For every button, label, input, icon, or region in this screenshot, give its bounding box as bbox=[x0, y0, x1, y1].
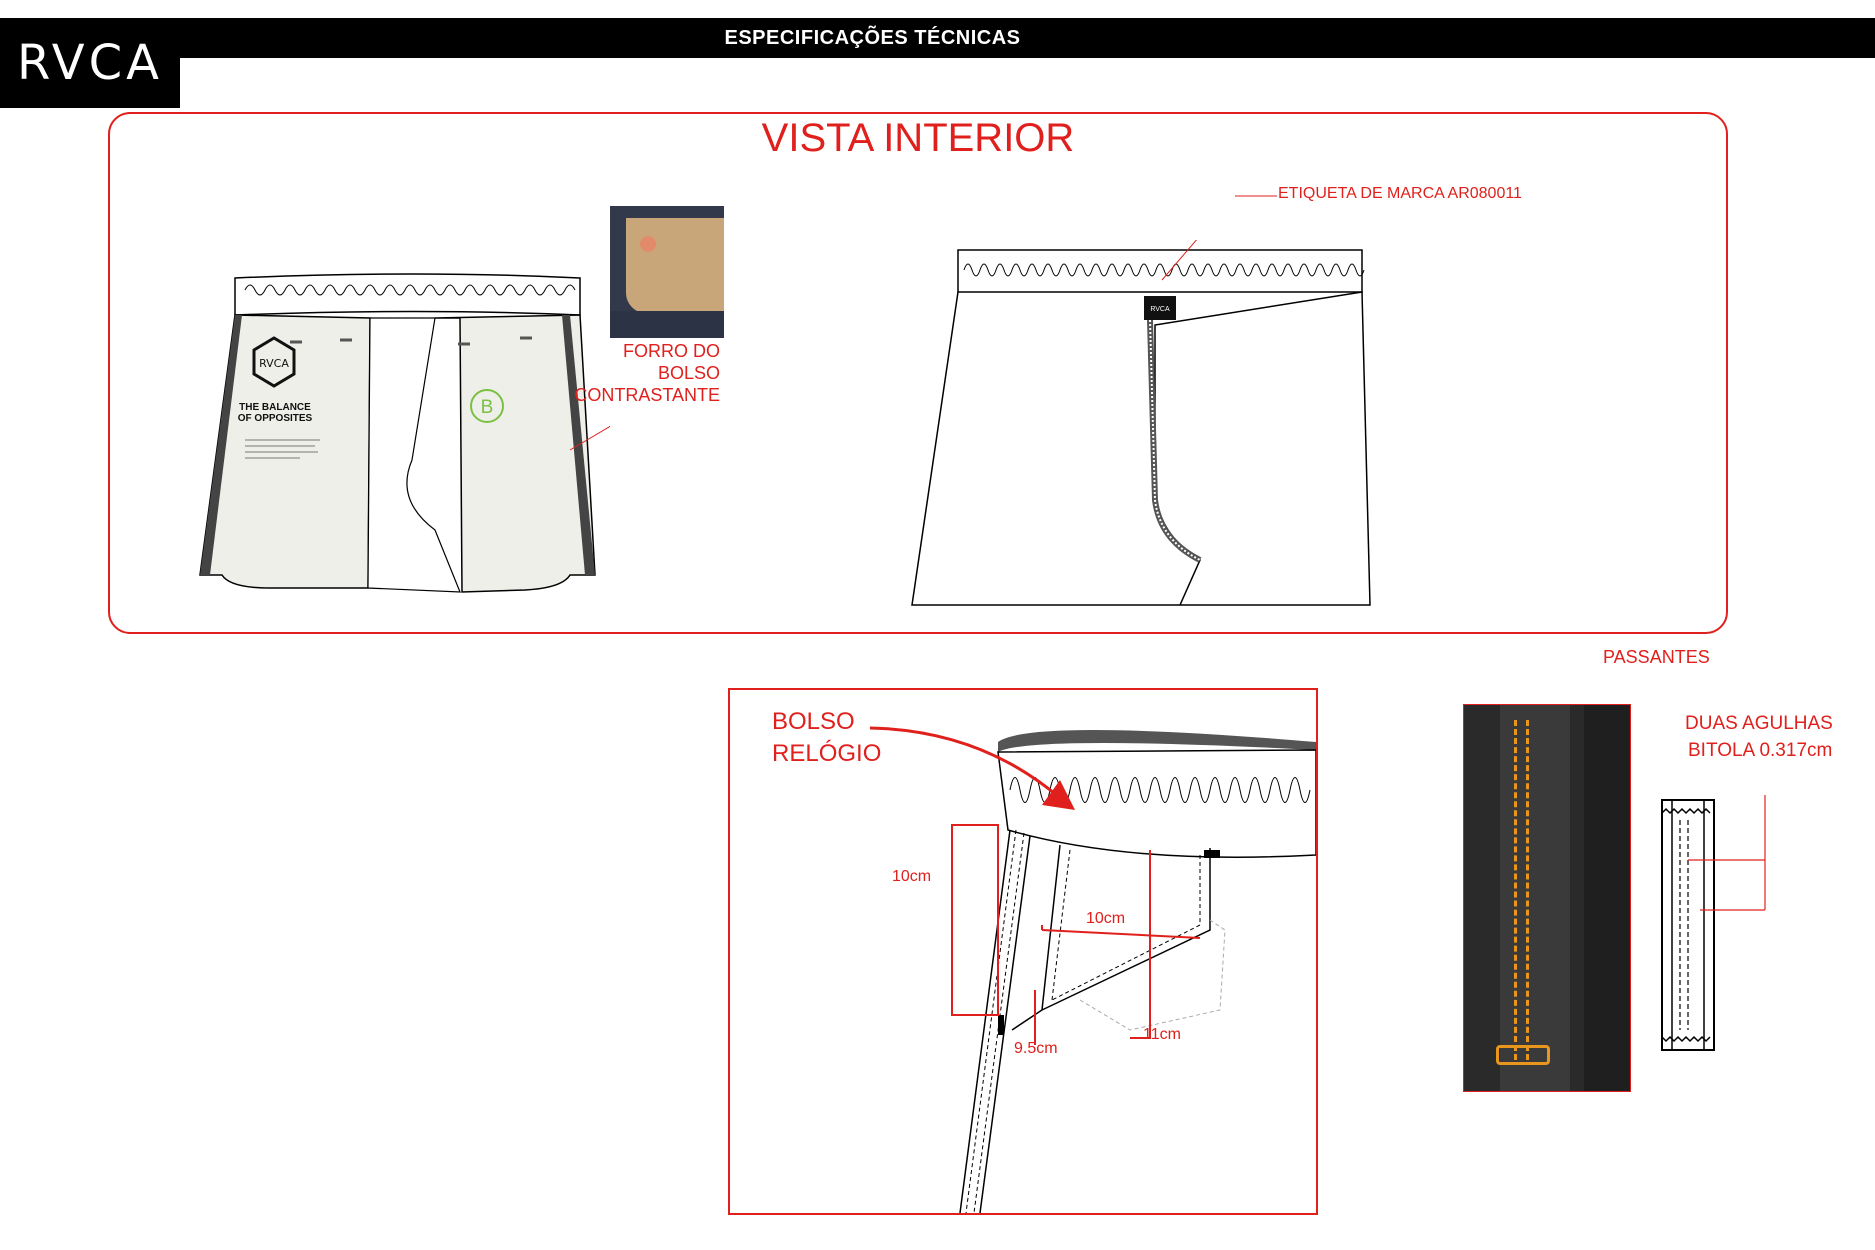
dimension-opening: 9.5cm bbox=[1014, 1040, 1058, 1057]
print-slogan-line-1: THE BALANCE bbox=[239, 402, 311, 413]
belt-loop-photo bbox=[1463, 704, 1631, 1092]
size-circle-icon bbox=[470, 389, 504, 423]
page-title: ESPECIFICAÇÕES TÉCNICAS bbox=[724, 27, 1021, 49]
dimension-width-top: 10cm bbox=[1086, 910, 1126, 927]
pocket-lining-label-1: FORRO DO bbox=[623, 341, 720, 361]
interior-view-panel bbox=[108, 112, 1728, 634]
waistband-brand-tag bbox=[1144, 296, 1176, 320]
size-circle-letter: B bbox=[481, 397, 494, 418]
shorts-interior-left-drawing: RVCA THE BALANCE OF OPPOSITES B bbox=[199, 273, 610, 593]
brand-label-callout-line bbox=[1235, 195, 1277, 197]
pocket-lining-label-3: CONTRASTANTE bbox=[574, 385, 720, 405]
dimension-depth: 11cm bbox=[1143, 1026, 1181, 1043]
pocket-lining-photo bbox=[610, 206, 724, 338]
stitch-label-2: BITOLA 0.317cm bbox=[1688, 740, 1833, 761]
passantes-label: PASSANTES bbox=[1603, 647, 1710, 667]
brand-logo bbox=[0, 18, 180, 108]
dimension-height: 10cm bbox=[892, 868, 932, 885]
waistband-interior-drawing: RVCA bbox=[911, 240, 1371, 606]
watch-pocket-detail-box bbox=[728, 688, 1318, 1215]
print-logo-text: RVCA bbox=[259, 357, 289, 370]
header-bar bbox=[0, 18, 1875, 58]
watch-pocket-drawing bbox=[869, 726, 1316, 1213]
watch-pocket-label-1: BOLSO bbox=[772, 708, 855, 735]
belt-loop-drawing bbox=[1661, 795, 1766, 1051]
watch-pocket-label-2: RELÓGIO bbox=[772, 740, 882, 767]
stitch-label-1: DUAS AGULHAS bbox=[1685, 713, 1833, 734]
brand-logo-text: RVCA bbox=[17, 35, 163, 91]
waistband-brand-tag-text: RVCA bbox=[1150, 306, 1170, 313]
interior-view-title: VISTA INTERIOR bbox=[761, 116, 1075, 160]
pocket-lining-label-2: BOLSO bbox=[657, 363, 720, 383]
print-slogan-line-2: OF OPPOSITES bbox=[238, 413, 313, 424]
brand-label-callout: ETIQUETA DE MARCA AR080011 bbox=[1278, 185, 1522, 202]
print-logo-badge bbox=[252, 336, 296, 388]
